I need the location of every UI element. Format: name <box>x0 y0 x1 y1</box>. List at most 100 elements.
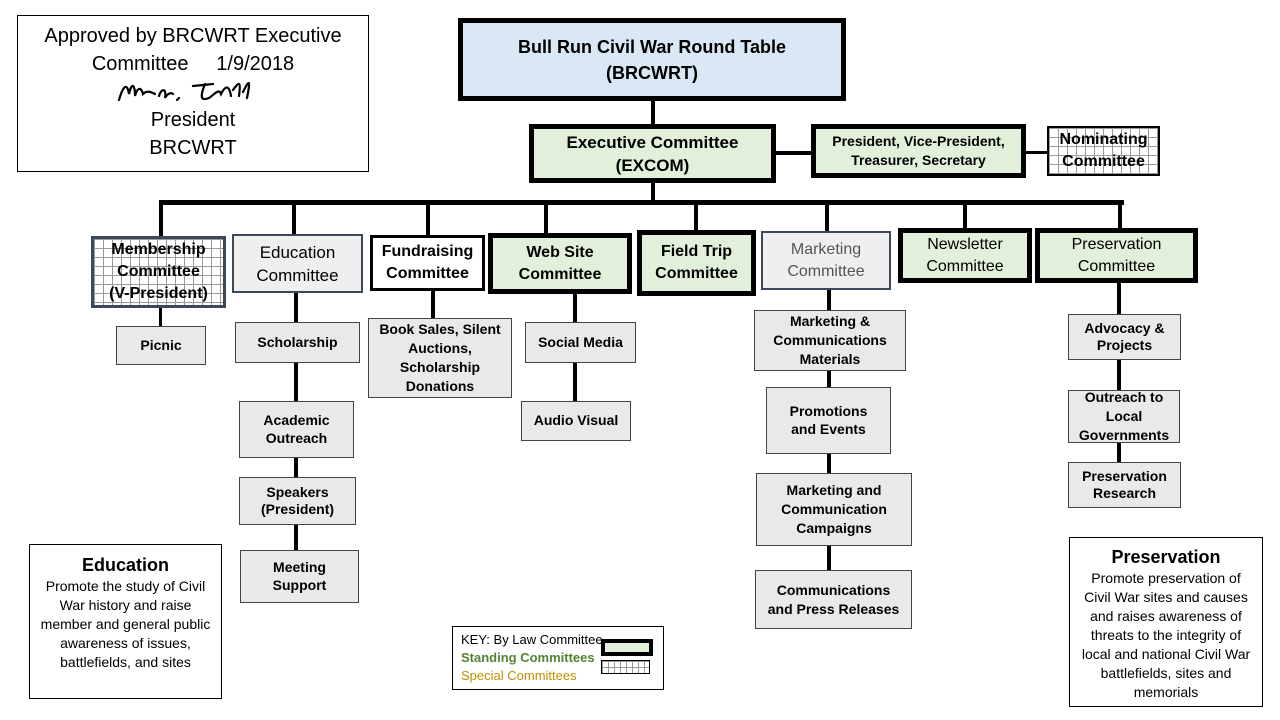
picnic-box: Picnic <box>116 326 206 365</box>
key-special-swatch <box>601 660 650 674</box>
preservation-line1: Preservation <box>1071 235 1162 253</box>
social-media-box: Social Media <box>525 322 636 363</box>
membership-to-picnic <box>159 308 162 327</box>
education-note-title: Education <box>81 555 169 575</box>
research-line2: Research <box>1092 485 1157 501</box>
website-committee-box: Web Site Committee <box>488 233 632 294</box>
key-legend: KEY: By Law Committee Standing Committee… <box>452 626 664 690</box>
marketing-committee-box: Marketing Committee <box>761 231 891 290</box>
academic-line1: Academic <box>263 412 330 428</box>
excom-abbr: (EXCOM) <box>615 155 690 175</box>
picnic-label: Picnic <box>140 336 182 353</box>
audio-visual-box: Audio Visual <box>521 401 631 441</box>
book-sales-box: Book Sales, Silent Auctions, Scholarship… <box>368 318 512 398</box>
outreach-line3: Governments <box>1078 427 1170 443</box>
fieldtrip-committee-box: Field Trip Committee <box>637 230 756 296</box>
meeting-line1: Meeting <box>273 559 326 575</box>
drop-education <box>292 200 296 236</box>
approval-box: Approved by BRCWRT Executive Committee 1… <box>17 15 369 172</box>
education-note: Education Promote the study of Civil War… <box>29 544 222 699</box>
approval-line1: Approved by BRCWRT Executive <box>44 25 342 47</box>
drop-fundraising <box>426 200 430 237</box>
membership-line2: Committee <box>117 263 200 280</box>
preservation-line2: Committee <box>1077 257 1156 275</box>
advocacy-line1: Advocacy & <box>1084 319 1165 336</box>
booksales-line3: Scholarship <box>399 359 481 375</box>
mcm-line2: Communications <box>773 332 887 348</box>
signature-image <box>117 81 251 102</box>
key-special-label: Special Committees <box>461 668 577 683</box>
mcm-line1: Marketing & <box>789 313 871 329</box>
booksales-line2: Auctions, <box>408 340 472 356</box>
connector-excom-bus <box>651 181 655 203</box>
speakers-box: Speakers (President) <box>239 477 356 525</box>
press-line2: and Press Releases <box>767 600 900 617</box>
marketing-line1: Marketing <box>790 240 862 258</box>
campaigns-box: Marketing and Communication Campaigns <box>756 473 912 546</box>
speakers-line2: (President) <box>260 501 335 517</box>
marketing-line2: Committee <box>787 262 865 280</box>
promotions-line1: Promotions <box>789 403 868 419</box>
research-line1: Preservation <box>1082 467 1167 484</box>
press-releases-box: Communications and Press Releases <box>755 570 912 629</box>
audio-label: Audio Visual <box>533 412 619 429</box>
fundraising-line2: Committee <box>386 265 469 282</box>
mcm-line3: Materials <box>799 351 861 367</box>
key-bylaw-label: KEY: By Law Committee <box>461 632 603 647</box>
drop-fieldtrip <box>694 200 698 232</box>
root-name: Bull Run Civil War Round Table <box>518 36 786 57</box>
connector-root-excom <box>651 99 655 126</box>
approval-org: BRCWRT <box>149 137 237 159</box>
scholarship-box: Scholarship <box>235 322 360 363</box>
meeting-line2: Support <box>272 576 327 593</box>
advocacy-box: Advocacy & Projects <box>1068 314 1181 360</box>
outreach-line2: Local <box>1105 408 1143 424</box>
campaigns-line1: Marketing and <box>786 482 882 498</box>
nominating-box: Nominating Committee <box>1047 126 1160 176</box>
committee-bus <box>159 200 1124 205</box>
booksales-line1: Book Sales, Silent <box>379 321 501 337</box>
membership-line1: Membership <box>111 241 206 258</box>
officers-line1: President, Vice-President, <box>832 133 1005 149</box>
press-line1: Communications <box>776 581 891 598</box>
preservation-note-text: Promote preservation of Civil War sites … <box>1081 570 1251 700</box>
outreach-line1: Outreach to <box>1084 389 1164 405</box>
education-line1: Education <box>259 242 336 262</box>
drop-website <box>544 200 548 234</box>
speakers-line1: Speakers <box>266 483 329 500</box>
education-committee-box: Education Committee <box>232 234 363 293</box>
newsletter-committee-box: Newsletter Committee <box>898 228 1032 283</box>
connector-excom-officers <box>773 151 813 155</box>
excom-name: Executive Committee <box>566 132 739 152</box>
membership-committee-box: Membership Committee (V-President) <box>91 236 226 308</box>
drop-newsletter <box>963 200 967 230</box>
officers-box: President, Vice-President, Treasurer, Se… <box>811 124 1026 178</box>
scholarship-label: Scholarship <box>257 333 338 350</box>
social-label: Social Media <box>538 333 623 350</box>
nominating-line1: Nominating <box>1059 131 1148 148</box>
officers-line2: Treasurer, Secretary <box>851 152 986 168</box>
mcm-box: Marketing & Communications Materials <box>754 310 906 371</box>
promotions-line2: and Events <box>791 420 866 437</box>
campaigns-line2: Communication <box>781 501 887 517</box>
root-box: Bull Run Civil War Round Table (BRCWRT) <box>458 18 846 101</box>
excom-box: Executive Committee (EXCOM) <box>529 124 776 183</box>
promotions-box: Promotions and Events <box>766 387 891 454</box>
academic-line2: Outreach <box>265 429 328 446</box>
preservation-note-title: Preservation <box>1111 547 1221 567</box>
key-bylaw-swatch <box>601 639 653 656</box>
drop-membership <box>159 200 163 237</box>
preservation-subs-line <box>1117 282 1121 465</box>
membership-line3: (V-President) <box>109 285 208 302</box>
fundraising-committee-box: Fundraising Committee <box>370 235 485 291</box>
preservation-committee-box: Preservation Committee <box>1035 228 1198 283</box>
preservation-note: Preservation Promote preservation of Civ… <box>1069 537 1263 707</box>
website-line2: Committee <box>518 265 602 283</box>
website-line1: Web Site <box>526 243 594 261</box>
connector-officers-nominating <box>1024 151 1048 154</box>
fundraising-line1: Fundraising <box>381 243 474 260</box>
advocacy-line2: Projects <box>1096 337 1153 353</box>
campaigns-line3: Campaigns <box>796 520 872 536</box>
education-line2: Committee <box>256 265 339 285</box>
nominating-line2: Committee <box>1062 153 1145 170</box>
